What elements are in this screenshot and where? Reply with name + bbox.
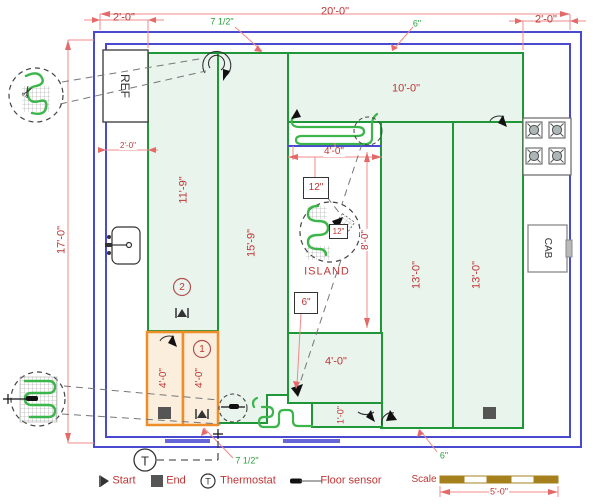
sink-icon	[105, 226, 141, 265]
leader-lines	[59, 57, 363, 425]
heating-mats	[147, 52, 524, 429]
cable-direction-arrow	[332, 217, 343, 230]
island-side-lines	[287, 122, 382, 146]
dim-left-overall: 17'-0"	[55, 225, 68, 255]
loop-start-indicator	[202, 50, 232, 81]
cab-box	[527, 224, 573, 273]
dim-top-left-offset: 2'-0"	[113, 11, 135, 24]
ann-edge-gap-bottom: 6"	[439, 450, 449, 461]
island-detail-box: 12"	[329, 224, 348, 239]
circuit-2-circle	[172, 277, 192, 297]
legend-end-icon	[151, 475, 163, 487]
mat-top-dim: 10'-0"	[391, 82, 421, 95]
detail-circle-top-left	[8, 67, 64, 123]
mat-below-island-dim: 4'-0"	[325, 355, 347, 368]
island-label: ISLAND	[304, 265, 350, 278]
thermostat-symbol	[133, 429, 223, 472]
mat-left-dim: 11'-9"	[177, 176, 190, 204]
island-width-dim: 4'-0"	[323, 146, 345, 157]
mat-bottom-strip-dim: 1'-0"	[335, 406, 346, 424]
ref-label: REF	[118, 74, 132, 98]
legend-floor-sensor-icon	[290, 478, 322, 484]
ann-cable-spacing-bottom: 7 1/2"	[235, 455, 259, 466]
legend-thermostat-icon	[200, 473, 216, 489]
orange-mat-right	[181, 330, 220, 427]
thermostat-letter: T	[141, 453, 149, 468]
dim-top-right-offset: 2'-0"	[535, 13, 557, 26]
island-heating-cable	[290, 112, 379, 146]
mat-center-dim: 15'-9"	[245, 228, 258, 258]
bottom-heating-cable	[251, 396, 314, 429]
stove-icon	[522, 117, 572, 176]
dimension-arrows	[65, 11, 578, 495]
orange-right-dim: 4'-0"	[194, 368, 205, 388]
legend-thermostat-label: Thermostat	[220, 474, 276, 487]
mat-right-1-dim: 13'-0"	[410, 260, 423, 290]
end-marker-orange	[158, 407, 171, 419]
circuit-1-circle	[192, 339, 212, 359]
legend-scale-label: Scale	[411, 474, 437, 485]
dim-ref-offset: 2'-0"	[119, 141, 137, 150]
dim-top-overall: 20'-0"	[320, 5, 350, 18]
mat-right-2-dim: 13'-0"	[470, 260, 483, 290]
island-offset-box: 12"	[303, 177, 329, 199]
cable-direction-arrow	[291, 109, 301, 119]
start-marker-left-strip	[175, 308, 189, 318]
legend-scale-value: 5'-0"	[489, 486, 509, 497]
mat-top	[287, 52, 524, 123]
legend-thermostat-letter: T	[205, 476, 211, 486]
orange-mats	[145, 330, 220, 427]
floor-sensor-icon	[229, 404, 239, 409]
scale-bar	[439, 475, 559, 484]
legend-start-label: Start	[112, 474, 136, 487]
circuit-1-number: 1	[199, 343, 205, 355]
legend-floor-sensor-label: Floor sensor	[320, 474, 382, 487]
floor-sensor-callout-circle	[218, 393, 248, 423]
legend-start-icon	[99, 475, 109, 487]
mat-below-island	[287, 332, 383, 404]
mat-right-2	[452, 121, 524, 429]
ann-edge-gap-top: 6"	[412, 18, 422, 29]
end-marker-right-strip	[483, 407, 496, 419]
cable-end-callout-circle	[353, 116, 383, 146]
start-marker-orange	[195, 409, 209, 419]
ann-cable-spacing-top: 7 1/2"	[210, 16, 234, 27]
island-length-dim: 8'-0"	[360, 229, 371, 251]
cab-label: CAB	[542, 237, 553, 259]
ref-box	[102, 49, 149, 123]
island-edge-box: 6"	[294, 292, 318, 314]
circuit-2-number: 2	[179, 281, 185, 293]
detail-circle-bottom-left	[3, 371, 66, 427]
orange-left-dim: 4'-0"	[158, 368, 169, 388]
floor-sensor-detail-icon	[26, 396, 38, 401]
mat-right-1	[380, 121, 454, 429]
flow-arrows	[159, 115, 507, 426]
legend-end-label: End	[166, 474, 186, 487]
